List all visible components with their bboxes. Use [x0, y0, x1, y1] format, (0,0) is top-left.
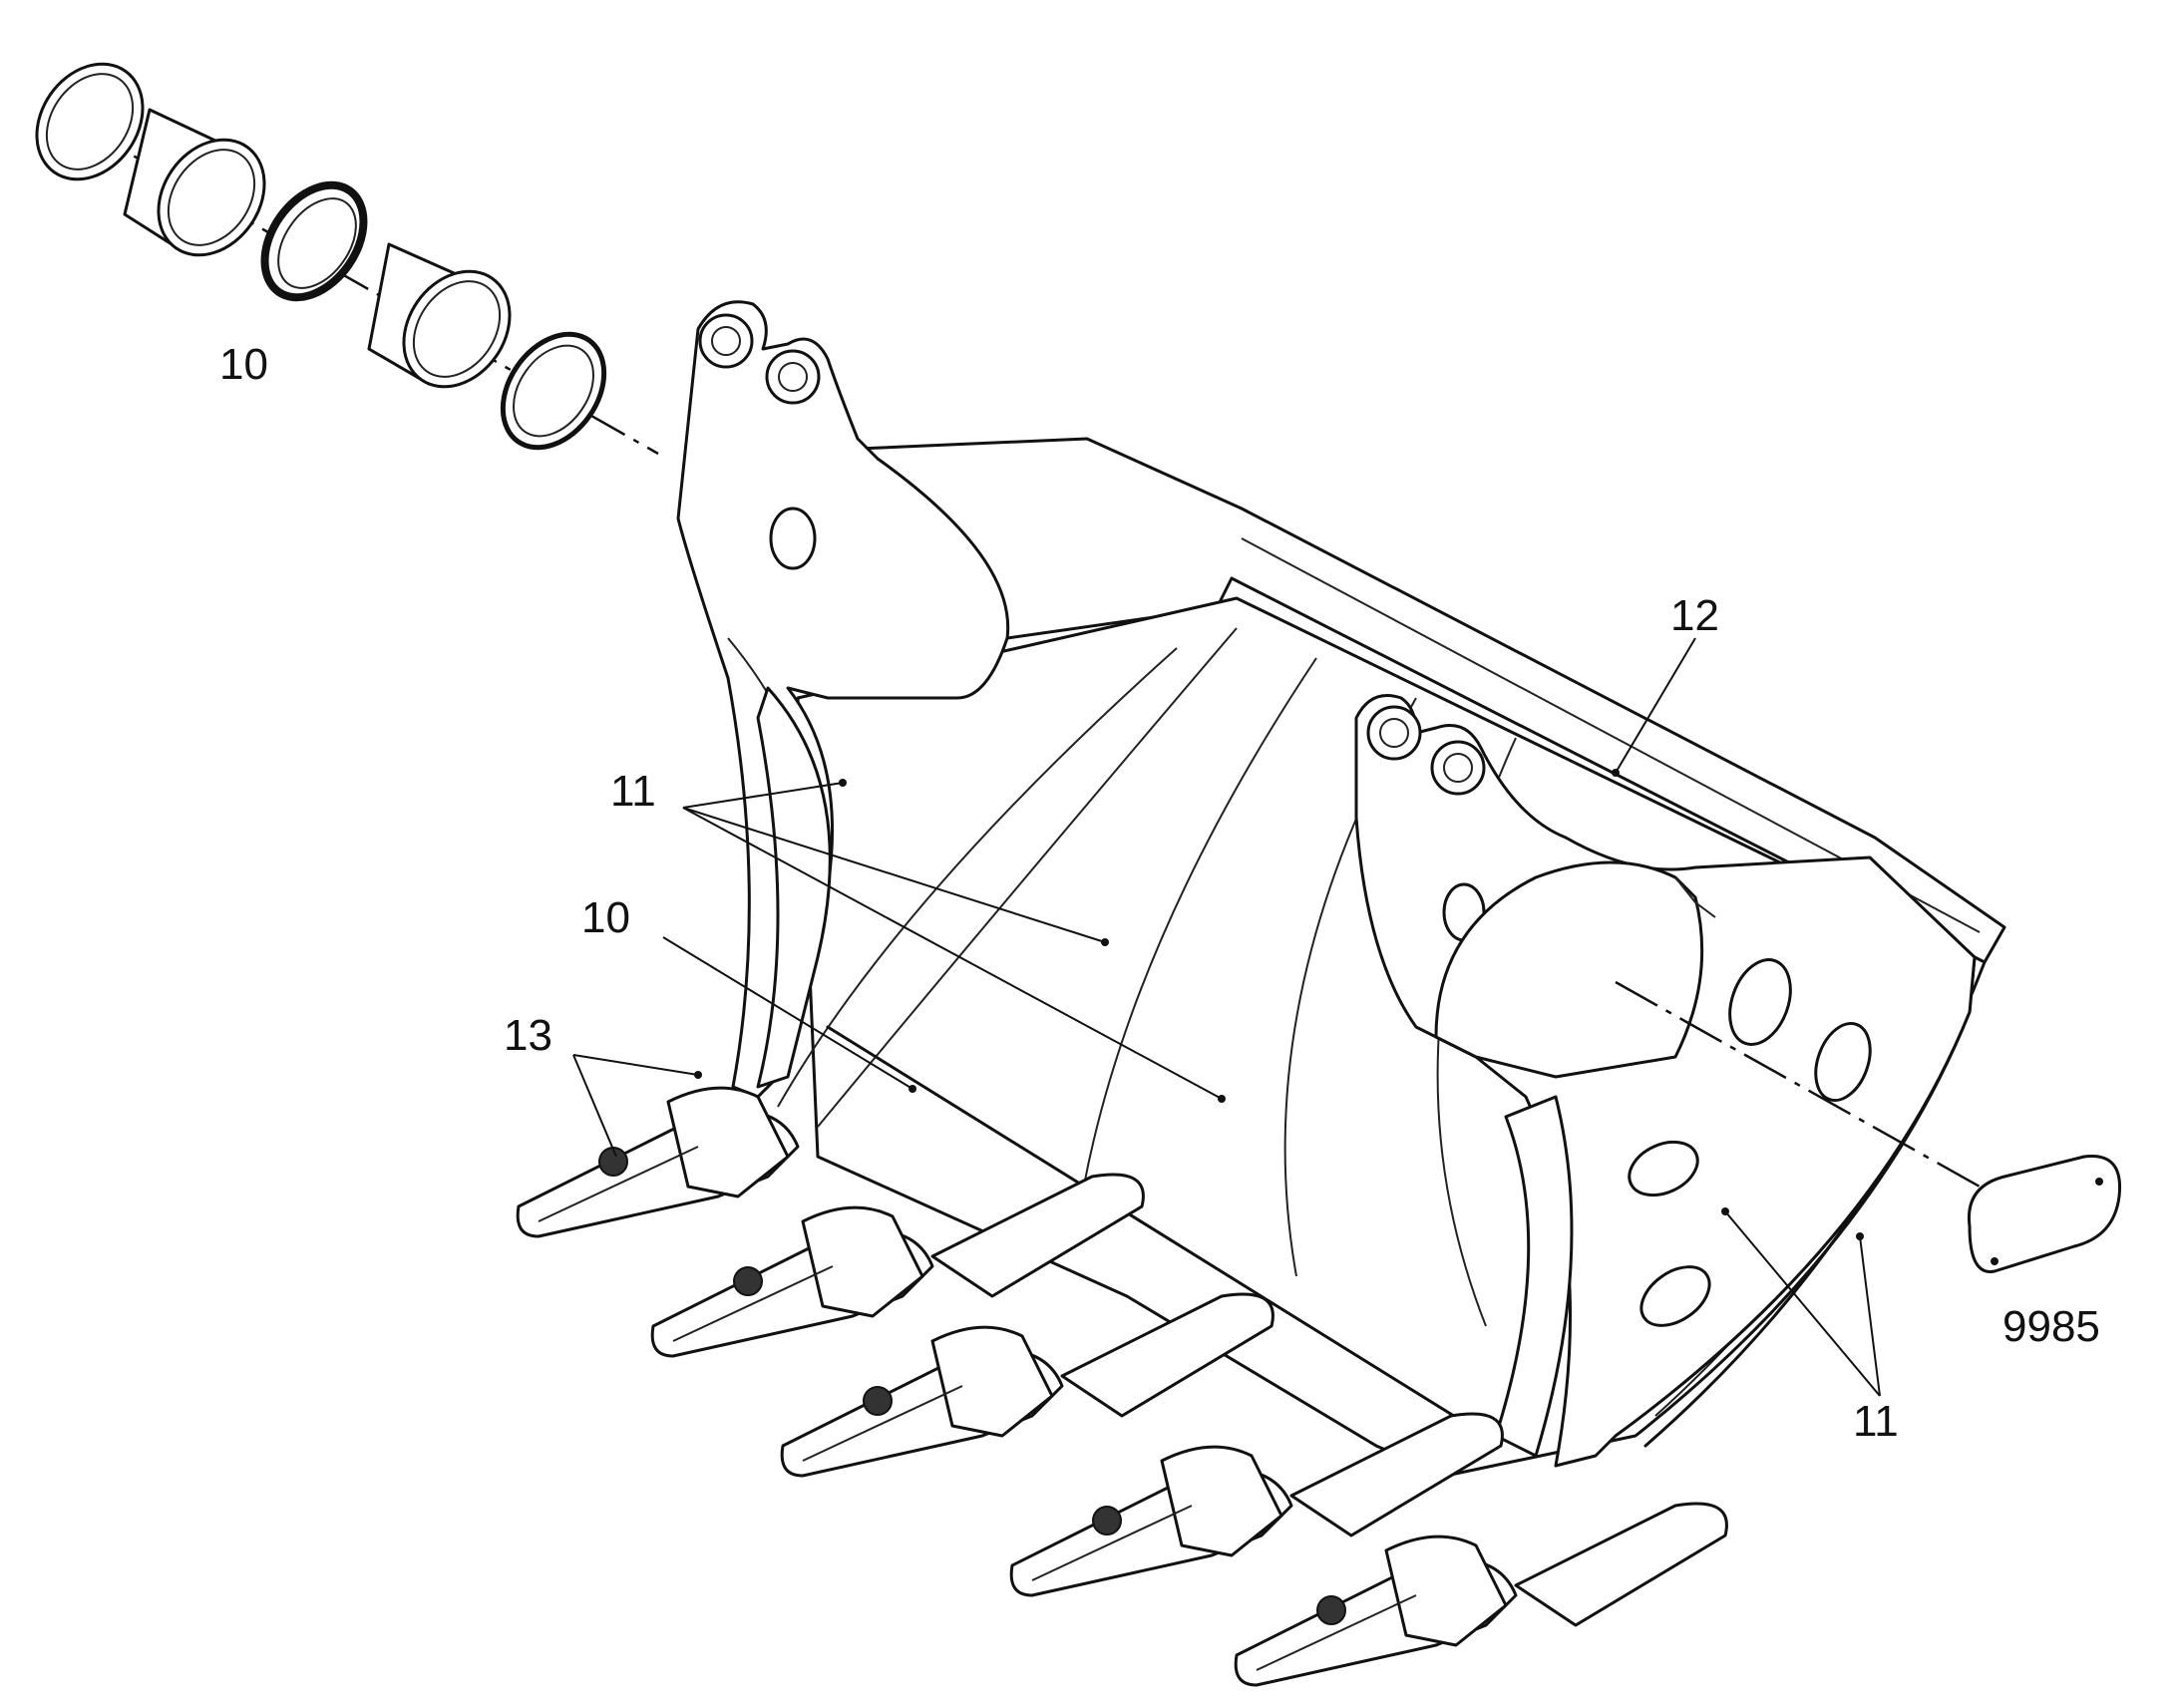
bushing-sleeve-1 [123, 108, 266, 257]
retaining-ring [260, 180, 368, 302]
callout-10-top: 10 [219, 340, 268, 389]
right-side-plate [1354, 694, 1977, 1468]
callout-11-left: 11 [610, 767, 656, 816]
side-hole [1814, 1021, 1872, 1103]
callout-12: 12 [1670, 591, 1719, 640]
cover-plate [1967, 1155, 2122, 1273]
tooth-adapter [1009, 1412, 1504, 1597]
left-side-plate-outline [676, 300, 1010, 1099]
tooth-adapter [780, 1292, 1274, 1478]
seal-ring-1 [35, 62, 145, 181]
side-cutter-right [1494, 1095, 1574, 1458]
callout-13: 13 [504, 1011, 552, 1060]
callout-9985: 9985 [2002, 1302, 2100, 1351]
cutting-edge [826, 1025, 1488, 1438]
side-hole [1628, 1140, 1699, 1197]
tooth-adapter [516, 1086, 800, 1238]
tooth-adapter [650, 1173, 1145, 1358]
bushing-seal-kit [35, 62, 659, 456]
callout-11-right: 11 [1853, 1397, 1899, 1446]
bucket-top-plate [856, 437, 2006, 964]
callout-10-front: 10 [581, 893, 630, 942]
side-hole [1728, 958, 1792, 1046]
leader-lines [572, 637, 1881, 1397]
bushing-sleeve-2 [367, 242, 512, 389]
right-boss [1434, 860, 1704, 1079]
right-pin-axis-line [1615, 980, 1981, 1189]
side-hole [1639, 1265, 1711, 1327]
tooth-adapter [1234, 1502, 1728, 1687]
left-side-plate [676, 300, 1010, 1099]
seal-ring-2 [500, 331, 607, 451]
